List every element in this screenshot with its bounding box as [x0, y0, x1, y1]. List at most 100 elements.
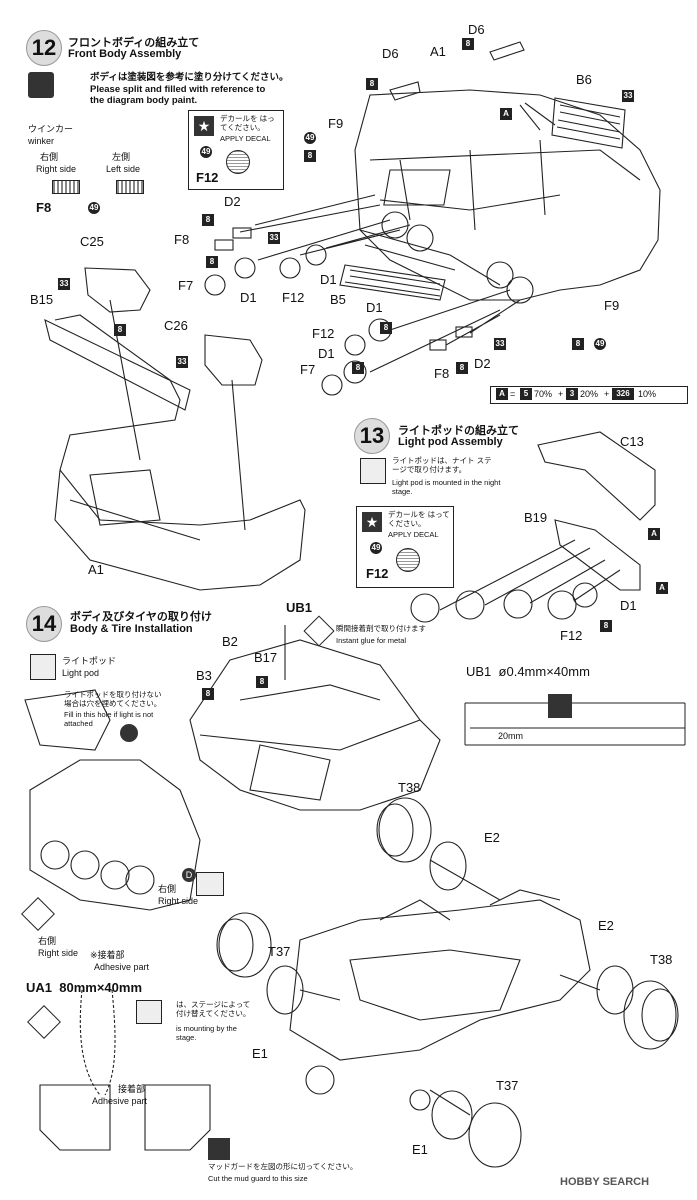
ub1-length: 20mm	[498, 731, 524, 741]
label-b2: B2	[222, 634, 238, 649]
label-b5: B5	[330, 292, 346, 307]
color-code-49: 49	[88, 202, 100, 214]
stage-icon	[136, 1000, 162, 1024]
decal-f12: F12	[196, 170, 219, 185]
fill-note-jp: ライトポッドを取り付けない 場合は穴を埋めてください。	[64, 690, 162, 708]
label-f7a: F7	[178, 278, 194, 293]
decal13-f12: F12	[366, 566, 389, 581]
code-8: 8	[366, 78, 378, 90]
code-8: 8	[462, 38, 474, 50]
adh2-en: Adhesive part	[92, 1096, 148, 1106]
code-8: 8	[202, 214, 214, 226]
mix-a-code: A	[496, 388, 508, 400]
step-number-12: 12	[26, 30, 62, 66]
code-33: 33	[494, 338, 506, 350]
label-d2b: D2	[474, 356, 491, 371]
label-b3: B3	[196, 668, 212, 683]
label-b15: B15	[30, 292, 54, 307]
step13-note-en: Light pod is mounted in the night stage.	[392, 478, 501, 496]
label-d1b: D1	[320, 272, 337, 287]
step13-title-en: Light pod Assembly	[398, 436, 503, 448]
stage-icon	[30, 654, 56, 680]
decal13-code: 49	[370, 542, 382, 554]
label-d1c: D1	[366, 300, 383, 315]
winker-left-part	[116, 180, 144, 194]
label-d6a: D6	[382, 46, 399, 61]
label-b6: B6	[576, 72, 592, 87]
step13-note-jp: ライトポッドは、ナイト ステージで取り付けます。	[392, 456, 492, 474]
adh2-jp: 接着部	[118, 1084, 146, 1094]
label-a1b: A1	[88, 562, 104, 577]
winker-right-part	[52, 180, 80, 194]
code-49: 49	[304, 132, 316, 144]
ub1-spec-title: UB1 ø0.4mm×40mm	[466, 664, 590, 679]
step-number-14: 14	[26, 606, 62, 642]
label-c25: C25	[80, 234, 104, 249]
mix-color-3: 326	[612, 388, 634, 400]
code-8: 8	[380, 322, 392, 334]
paint-brush-icon	[28, 72, 54, 98]
lightpod-en: Light pod	[62, 668, 100, 678]
marker-d-icon: D	[182, 868, 196, 882]
label-a1: A1	[430, 44, 446, 59]
step12-title-jp: フロントボディの組み立て	[68, 37, 200, 49]
decal-note-en: APPLY DECAL	[220, 134, 271, 143]
code-33: 33	[622, 90, 634, 102]
label-d6b: D6	[468, 22, 485, 37]
label-c26: C26	[164, 318, 188, 333]
code-8: 8	[256, 676, 268, 688]
winker-left-en: Left side	[106, 164, 141, 174]
label-f9b: F9	[604, 298, 620, 313]
code-8: 8	[206, 256, 218, 268]
cd-note-jp: は、ステージによって 付け替えてください。	[176, 1000, 251, 1018]
stage-icon	[196, 872, 224, 896]
paint-note-en: Please split and filled with reference t…	[90, 84, 266, 106]
label-f12: F12	[560, 628, 583, 643]
metal-wire-icon	[208, 1138, 230, 1160]
decal13-lens	[396, 548, 420, 572]
winker-jp: ウインカー	[28, 124, 74, 134]
label-d1a: D1	[240, 290, 257, 305]
right-e-jp: 右側	[38, 936, 57, 946]
star-decal-icon: ★	[362, 512, 382, 532]
code-8: 8	[352, 362, 364, 374]
label-t37b: T37	[496, 1078, 519, 1093]
cd-note-en: is mounting by the stage.	[176, 1024, 237, 1042]
winker-right-en: Right side	[36, 164, 77, 174]
adhesive-en: Adhesive part	[94, 962, 150, 972]
decal-lens	[226, 150, 250, 174]
code-33: 33	[176, 356, 188, 368]
mix-color-2: 3	[566, 388, 578, 400]
mix-color-1: 5	[520, 388, 532, 400]
label-f8b: F8	[174, 232, 190, 247]
code-8: 8	[456, 362, 468, 374]
lightpod-jp: ライトポッド	[62, 656, 117, 666]
right-e-en: Right side	[38, 948, 79, 958]
step12-title-en: Front Body Assembly	[68, 48, 182, 60]
label-e1b: E1	[412, 1142, 428, 1157]
winker-en: winker	[28, 136, 55, 146]
winker-right-jp: 右側	[40, 152, 59, 162]
label-f8: F8	[36, 200, 52, 215]
label-t37: T37	[268, 944, 291, 959]
glue-jp: 瞬間接着剤で取り付けます	[336, 624, 426, 633]
code-8: 8	[304, 150, 316, 162]
label-ub1: UB1	[286, 600, 313, 615]
mud-jp: マッドガードを左図の形に切ってください。	[208, 1162, 358, 1171]
fill-note-en: Fill in this hole if light is not attach…	[64, 710, 154, 728]
label-c13: C13	[620, 434, 644, 449]
step14-title-jp: ボディ及びタイヤの取り付け	[70, 611, 212, 623]
label-d2a: D2	[224, 194, 241, 209]
adhesive-jp: ※接着部	[90, 950, 125, 960]
label-d1: D1	[620, 598, 637, 613]
glue-en: Instant glue for metal	[336, 636, 407, 645]
star-decal-icon: ★	[194, 116, 214, 136]
step13-title-jp: ライトポッドの組み立て	[398, 425, 519, 437]
label-b17: B17	[254, 650, 278, 665]
metal-wire-icon	[548, 694, 572, 718]
code-33: 33	[268, 232, 280, 244]
code-8: 8	[572, 338, 584, 350]
label-e2: E2	[484, 830, 500, 845]
ua1-title: UA1 80mm×40mm	[26, 980, 142, 995]
mud-en: Cut the mud guard to this size	[208, 1174, 308, 1183]
